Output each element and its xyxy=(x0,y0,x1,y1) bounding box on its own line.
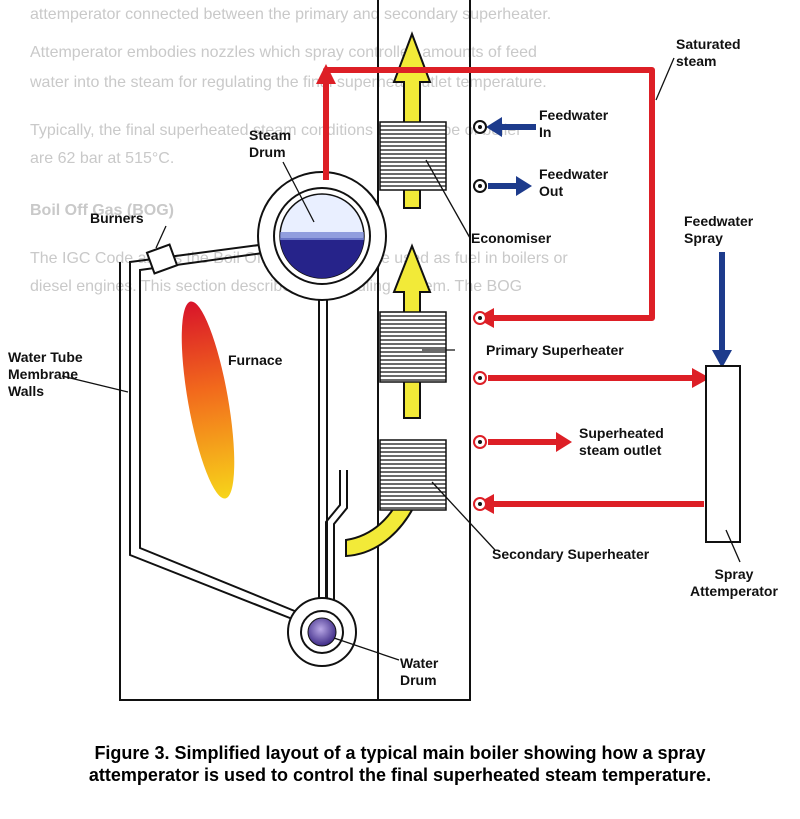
burner-box xyxy=(145,243,179,275)
figure-caption: Figure 3. Simplified layout of a typical… xyxy=(88,743,712,785)
label-feedwater-out: Feedwater Out xyxy=(539,166,609,199)
feedwater-arrowheads xyxy=(486,117,732,368)
label-steam-drum: Steam Drum xyxy=(249,127,292,160)
label-secondary-superheater: Secondary Superheater xyxy=(492,546,650,562)
label-furnace: Furnace xyxy=(228,352,283,368)
steam-drum xyxy=(257,171,387,301)
downcomer-tube xyxy=(318,272,348,612)
label-burners: Burners xyxy=(90,210,144,226)
label-superheated-steam-outlet: Superheated steam outlet xyxy=(579,425,664,458)
secondary-superheater-bundle xyxy=(379,439,447,511)
label-feedwater-spray: Feedwater Spray xyxy=(684,213,754,246)
header-connections xyxy=(473,120,487,511)
label-spray-attemperator: Spray Attemperator xyxy=(690,566,778,599)
background-text-line: attemperator connected between the prima… xyxy=(30,6,552,23)
label-water-drum: Water Drum xyxy=(400,655,439,688)
steam-piping xyxy=(323,67,704,507)
background-heading: Boil Off Gas (BOG) xyxy=(30,202,174,219)
boiler-casing xyxy=(119,0,471,701)
membrane-wall-tubes xyxy=(129,241,303,623)
background-text-line: are 62 bar at 515°C. xyxy=(30,150,175,167)
label-primary-superheater: Primary Superheater xyxy=(486,342,624,358)
primary-superheater-bundle xyxy=(379,311,447,383)
spray-attemperator-vessel xyxy=(705,365,741,543)
label-economiser: Economiser xyxy=(471,230,552,246)
feedwater-piping xyxy=(488,124,725,354)
label-feedwater-in: Feedwater In xyxy=(539,107,609,140)
economiser-bundle xyxy=(379,121,447,191)
flame xyxy=(181,301,235,499)
water-drum xyxy=(287,597,357,667)
label-saturated-steam: Saturated steam xyxy=(676,36,741,69)
leader-lines xyxy=(61,57,741,661)
label-water-tube-membrane-walls: Water Tube Membrane Walls xyxy=(8,349,83,399)
